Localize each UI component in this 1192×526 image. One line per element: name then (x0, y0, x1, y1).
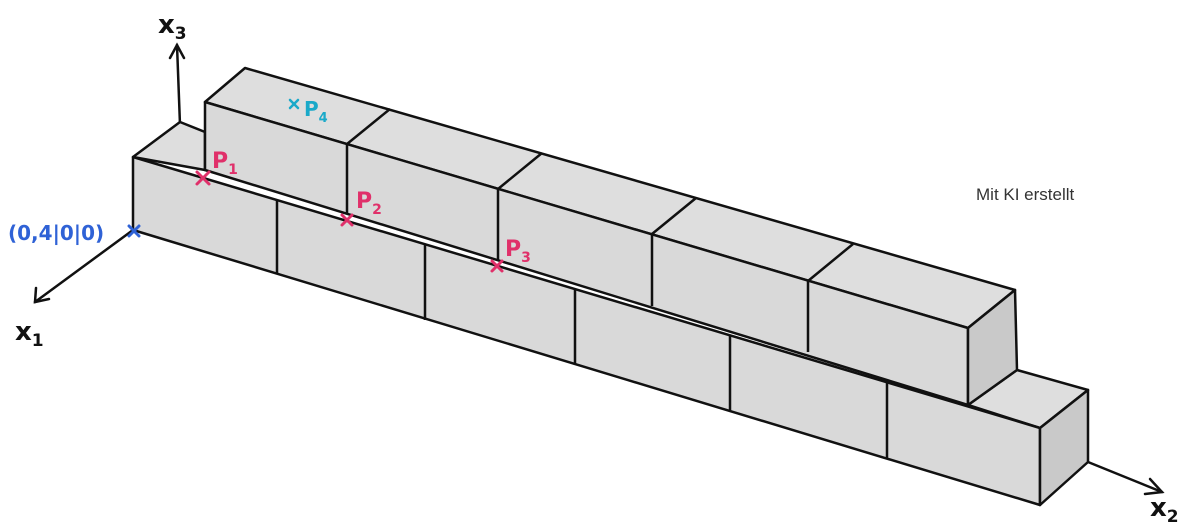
x1-arrowhead (33, 286, 51, 304)
axes (33, 42, 1165, 496)
top-layer-end (966, 288, 1019, 407)
point-markers (127, 98, 504, 273)
brick-wall (131, 66, 1090, 507)
x2-label: x2 (1150, 493, 1179, 526)
origin-marker (127, 224, 141, 238)
x3-label: x3 (158, 10, 187, 44)
bottom-joints (275, 200, 889, 458)
p4-marker (288, 98, 300, 110)
p3-marker (490, 259, 504, 273)
x3-axis (175, 43, 182, 127)
p1-label: P1 (212, 149, 238, 178)
x1-label: x1 (15, 317, 44, 351)
x2-axis (1086, 460, 1164, 494)
x1-axis (33, 228, 135, 304)
p1-marker (195, 170, 211, 186)
p2-label: P2 (356, 189, 382, 218)
top-joints (345, 108, 854, 352)
x2-arrowhead (1143, 477, 1165, 496)
p2-marker (340, 213, 354, 227)
ai-note: Mit KI erstellt (976, 185, 1075, 204)
x3-arrowhead (168, 42, 186, 60)
origin-label: (0,4|0|0) (8, 221, 104, 245)
bottom-layer-end (1038, 388, 1090, 507)
p4-label: P4 (304, 97, 328, 126)
p3-label: P3 (505, 237, 531, 266)
